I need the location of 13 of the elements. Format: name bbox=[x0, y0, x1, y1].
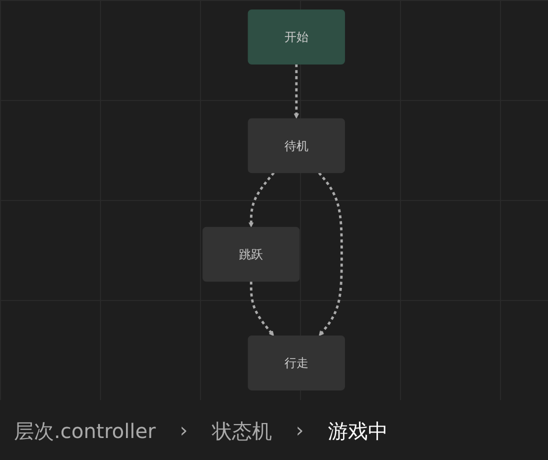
breadcrumb-link: 状态机 bbox=[212, 418, 272, 445]
breadcrumb-link: 游戏中 bbox=[328, 418, 388, 445]
node-box: 跳跃 bbox=[202, 226, 300, 282]
arrow bbox=[250, 282, 274, 336]
breadcrumb-link: 层次.controller bbox=[14, 418, 156, 445]
node-box: 行走 bbox=[248, 336, 346, 390]
breadcrumb-separator: › bbox=[296, 418, 304, 444]
arrow bbox=[248, 172, 275, 228]
breadcrumb-separator: › bbox=[180, 418, 188, 444]
arrow bbox=[294, 64, 300, 119]
arrow bbox=[318, 172, 344, 336]
node-box: 待机 bbox=[248, 118, 346, 174]
node-box: 开始 bbox=[248, 10, 346, 64]
